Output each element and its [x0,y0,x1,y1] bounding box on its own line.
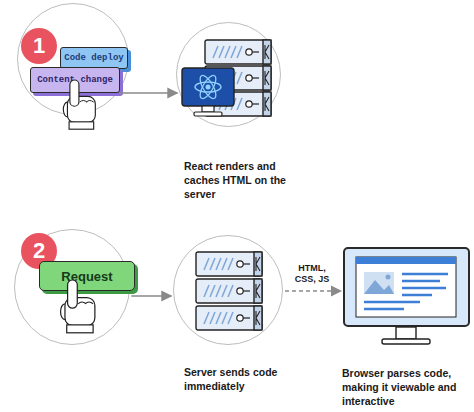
server-circle: Server sends code immediately [173,235,283,345]
monitor-neck [396,327,416,339]
step-caption: React renders and caches HTML on the ser… [184,159,296,201]
step-caption: Server sends code immediately [184,365,304,393]
step-circle: 1Code deployContent change [17,3,129,115]
step-number: 1 [21,28,57,64]
step-caption: Browser parses code, making it viewable … [342,366,472,408]
flow-arrow [131,295,171,297]
edge-label: HTML, CSS, JS [291,263,333,285]
request-button: Request [39,261,135,291]
server-circle: React renders and caches HTML on the ser… [176,22,281,127]
content-change-button: Content change [30,67,120,93]
flow-arrow [119,92,177,94]
code-deploy-button: Code deploy [60,47,128,69]
button-label: Request [61,269,112,284]
browser-monitor: Browser parses code, making it viewable … [343,247,470,327]
monitor-base [382,339,430,344]
flow-arrow [285,290,341,292]
step-circle: 2Request [14,229,130,345]
button-label: Code deploy [64,53,123,63]
button-label: Content change [37,75,113,85]
